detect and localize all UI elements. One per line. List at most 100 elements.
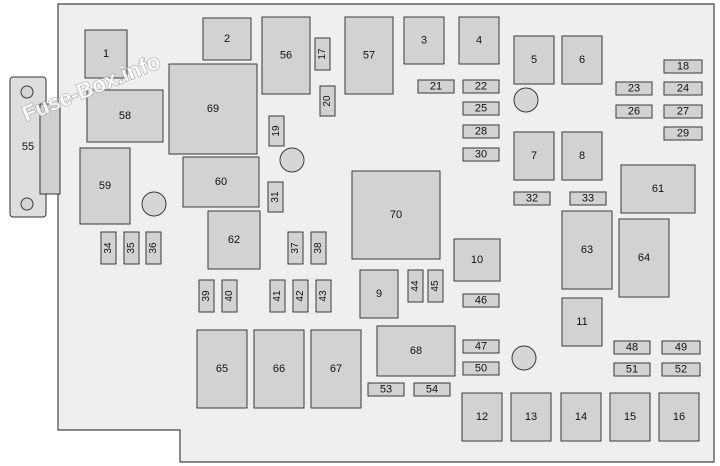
fuse-46-label: 46 [475,295,487,307]
fuse-8-slot [561,131,603,181]
fuse-41-slot [269,279,286,313]
mount-stud-1 [141,191,167,217]
fuse-32-slot [513,191,551,206]
fuse-45-label: 45 [430,280,441,292]
fuse-15-slot [609,392,651,442]
fuse-19-label: 19 [271,125,282,137]
fuse-52-slot [661,362,701,377]
fuse-1-slot [84,29,128,79]
fuse-23-slot [615,81,653,96]
fuse-11-slot [561,297,603,347]
mount-hole-top [20,85,34,99]
fuse-61-label: 61 [652,183,664,195]
fuse-50-slot [462,361,500,376]
fuse-10-label: 10 [471,254,483,266]
fuse-9-slot [359,269,399,319]
fuse-68-label: 68 [410,345,422,357]
fuse-60-slot [182,156,260,208]
fuse-17-slot [314,37,331,71]
fuse-37-label: 37 [290,242,301,254]
fuse-53-slot [367,382,405,397]
fuse-20-label: 20 [322,95,333,107]
fuse-14-label: 14 [575,411,587,423]
fuse-14-slot [560,392,602,442]
fuse-38-slot [310,231,327,265]
fuse-61-slot [620,164,696,214]
fuse-35-label: 35 [126,242,137,254]
fuse-49-slot [661,340,701,355]
fuse-70-label: 70 [390,209,402,221]
fuse-36-slot [145,231,162,265]
fuse-4-slot [458,16,500,65]
fuse-57-slot [344,16,394,95]
fuse-49-label: 49 [675,342,687,354]
fuse-43-label: 43 [318,290,329,302]
fuse-30-slot [462,147,500,162]
fuse-47-label: 47 [475,341,487,353]
fuse-11-label: 11 [576,316,587,328]
fuse-29-slot [663,126,703,141]
fuse-10-slot [453,238,501,282]
fuse-29-label: 29 [677,128,689,140]
fuse-22-label: 22 [475,81,487,93]
fuse-32-label: 32 [526,193,538,205]
fuse-12-slot [461,392,503,442]
fuse-62-slot [207,210,261,270]
fuse-55-label: 55 [22,141,34,153]
fuse-13-label: 13 [525,411,537,423]
fuse-36-label: 36 [148,242,159,254]
fuse-23-label: 23 [628,83,640,95]
fuse-24-slot [663,81,703,96]
fuse-64-label: 64 [638,252,650,264]
fuse-60-label: 60 [215,176,227,188]
fuse-69-slot [168,63,258,155]
fuse-66-label: 66 [273,363,285,375]
fuse-22-slot [462,79,500,94]
fuse-34-label: 34 [103,242,114,254]
fuse-46-slot [462,293,500,308]
fuse-38-label: 38 [313,242,324,254]
fuse-69-label: 69 [207,103,219,115]
fuse-27-label: 27 [677,106,689,118]
fuse-18-slot [663,59,703,74]
fuse-45-slot [427,269,444,303]
fuse-54-label: 54 [426,384,438,396]
fuse-12-label: 12 [476,411,488,423]
fuse-5-label: 5 [531,54,537,66]
fuse-2-label: 2 [224,33,230,45]
fuse-13-slot [510,392,552,442]
fuse-40-slot [221,279,238,313]
fuse-62-label: 62 [228,234,240,246]
fuse-57-label: 57 [363,50,375,62]
fuse-3-slot [403,16,445,65]
fuse-1-label: 1 [103,48,109,60]
fuse-63-slot [561,210,613,290]
mount-stud-2 [279,147,305,173]
fuse-39-label: 39 [201,290,212,302]
fuse-42-slot [292,279,309,313]
fuse-59-label: 59 [99,180,111,192]
mount-stud-4 [511,345,537,371]
fuse-50-label: 50 [475,363,487,375]
fuse-30-label: 30 [475,149,487,161]
fuse-56-slot [261,16,311,95]
fuse-33-slot [569,191,607,206]
fuse-21-label: 21 [430,81,442,93]
mount-stud-3 [513,87,539,113]
fuse-34-slot [100,231,117,265]
fuse-70-slot [351,170,441,260]
fuse-65-slot [196,329,248,409]
fuse-55-connector [39,103,61,195]
fuse-16-slot [658,392,700,442]
fuse-6-slot [561,35,603,85]
fuse-47-slot [462,339,500,354]
fuse-3-label: 3 [421,35,427,47]
fuse-48-slot [613,340,651,355]
fuse-7-label: 7 [531,150,537,162]
fuse-54-slot [413,382,451,397]
fuse-44-slot [407,269,424,303]
fuse-65-label: 65 [216,363,228,375]
fuse-15-label: 15 [624,411,636,423]
fuse-51-label: 51 [626,364,638,376]
